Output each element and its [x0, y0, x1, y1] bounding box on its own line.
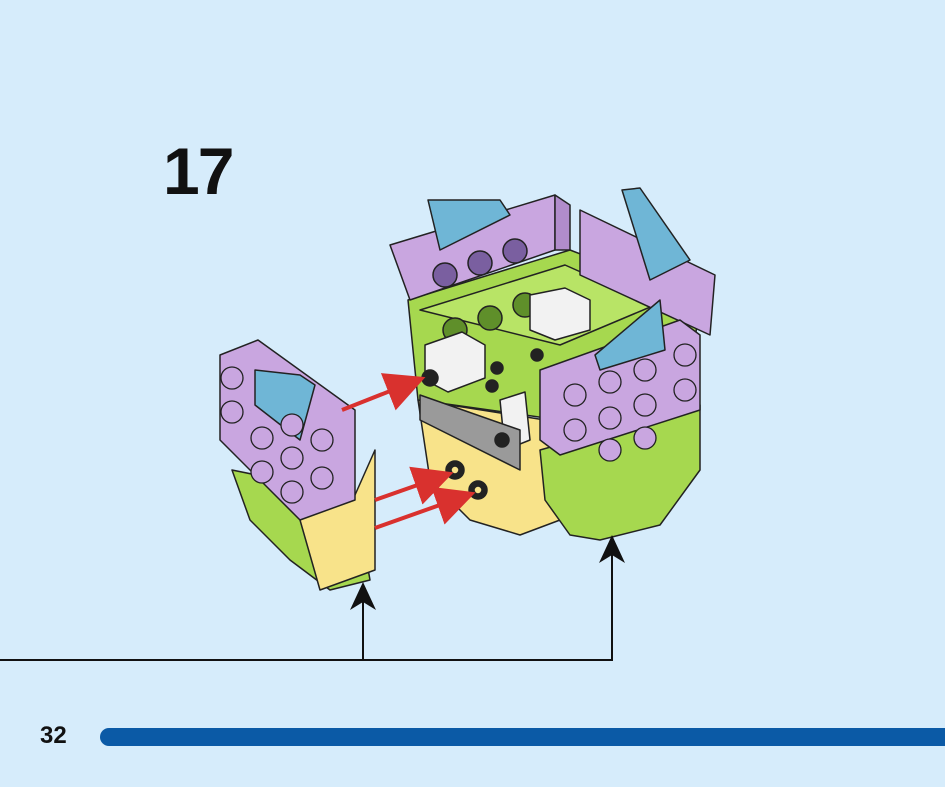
callout-arrow-icon — [0, 535, 625, 661]
progress-bar — [100, 728, 945, 746]
main-assembly — [389, 187, 716, 541]
step-number: 17 — [163, 134, 234, 208]
progress-fill — [100, 728, 945, 746]
side-part — [219, 339, 376, 591]
insert-arrow-icon — [341, 373, 476, 530]
page-number: 32 — [40, 722, 67, 749]
